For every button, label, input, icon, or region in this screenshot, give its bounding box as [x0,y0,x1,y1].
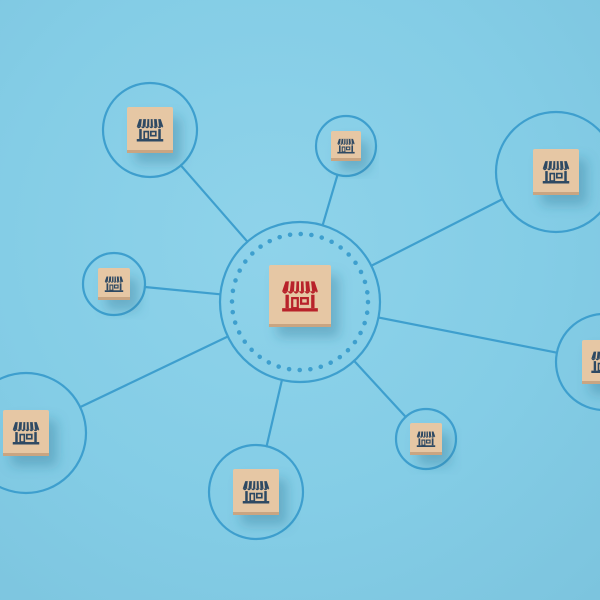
wood-block-edge [582,381,600,384]
wood-block-face [127,107,173,153]
connector-line [143,285,222,296]
hub-dotted-ring [229,231,371,373]
satellite-store-block [331,131,361,161]
wood-block-edge [98,297,130,300]
wood-block-edge [127,150,173,153]
wood-block-face [233,469,279,515]
satellite-store-block [410,423,442,455]
hub-ring [218,220,382,384]
satellite-ring [494,110,600,234]
satellite-ring [101,81,199,179]
wood-block-edge [331,158,361,161]
wood-block-edge [3,453,49,456]
connector-line [353,359,407,419]
wood-block-face [533,149,579,195]
wood-block-face [269,265,331,327]
wood-block-edge [233,512,279,515]
satellite-ring [394,407,458,471]
satellite-store-block [127,107,173,153]
satellite-ring [207,443,305,541]
satellite-ring [81,251,147,317]
satellite-store-block [3,410,49,456]
wood-block-face [582,340,600,384]
hub-store-block [269,265,331,327]
satellite-store-block [233,469,279,515]
connector-line [179,164,249,243]
connector-line [377,316,559,354]
wood-block-face [98,268,130,300]
wood-block-edge [410,452,442,455]
wood-block-face [331,131,361,161]
satellite-store-block [533,149,579,195]
wood-block-face [3,410,49,456]
wood-block-edge [269,324,331,327]
wood-block-face [410,423,442,455]
connector-line [321,173,339,227]
connector-line [370,198,504,267]
satellite-ring [314,114,378,178]
connector-line [265,378,284,448]
satellite-ring [554,313,600,411]
satellite-store-block [98,268,130,300]
satellite-ring [0,371,88,495]
wood-block-edge [533,192,579,195]
satellite-store-block [582,340,600,384]
connector-line [79,335,229,409]
